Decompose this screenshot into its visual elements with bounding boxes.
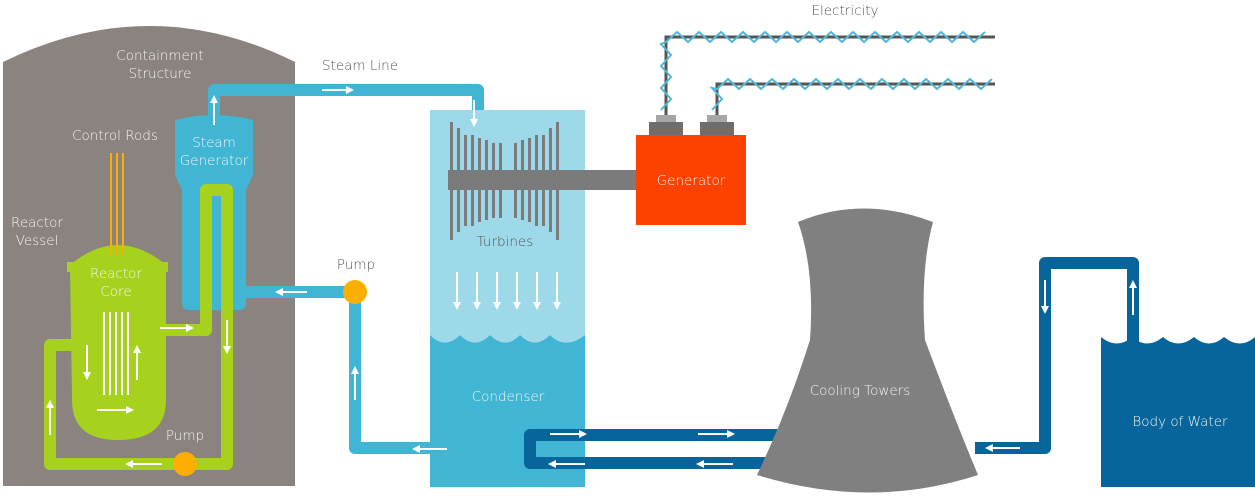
flow-arrows xyxy=(46,86,1137,468)
condenser xyxy=(430,335,585,487)
generator-terminal-left xyxy=(649,122,683,135)
label-feedwater-pump: Pump xyxy=(336,257,376,273)
reactor-vessel xyxy=(70,245,166,440)
primary-pump xyxy=(173,452,197,476)
body-of-water xyxy=(1101,337,1255,487)
steam-generator xyxy=(175,115,253,310)
electricity-wires xyxy=(659,30,995,115)
turbine-housing xyxy=(430,110,585,340)
generator-terminal-right xyxy=(700,122,734,135)
fuel-rods xyxy=(103,312,129,395)
label-body-of-water: Body of Water xyxy=(1132,414,1228,430)
label-steam-line: Steam Line xyxy=(321,58,399,74)
label-reactor-vessel: Reactor Vessel xyxy=(11,215,63,249)
cooling-tower xyxy=(757,208,978,493)
label-generator: Generator xyxy=(656,173,726,189)
label-primary-pump: Pump xyxy=(165,428,205,444)
label-condenser: Condenser xyxy=(471,389,545,405)
turbine-blades xyxy=(450,122,559,240)
label-control-rods: Control Rods xyxy=(72,128,158,144)
label-containment-structure: Containment Structure xyxy=(116,48,204,82)
label-electricity: Electricity xyxy=(811,3,879,19)
control-rods xyxy=(110,153,124,255)
label-steam-generator: Steam Generator xyxy=(179,135,249,169)
label-cooling-towers: Cooling Towers xyxy=(809,383,911,399)
label-turbines: Turbines xyxy=(476,234,534,250)
label-reactor-core: Reactor Core xyxy=(90,266,142,300)
turbine-shaft xyxy=(448,170,638,190)
feedwater-pump xyxy=(343,280,367,304)
generator xyxy=(636,135,746,225)
